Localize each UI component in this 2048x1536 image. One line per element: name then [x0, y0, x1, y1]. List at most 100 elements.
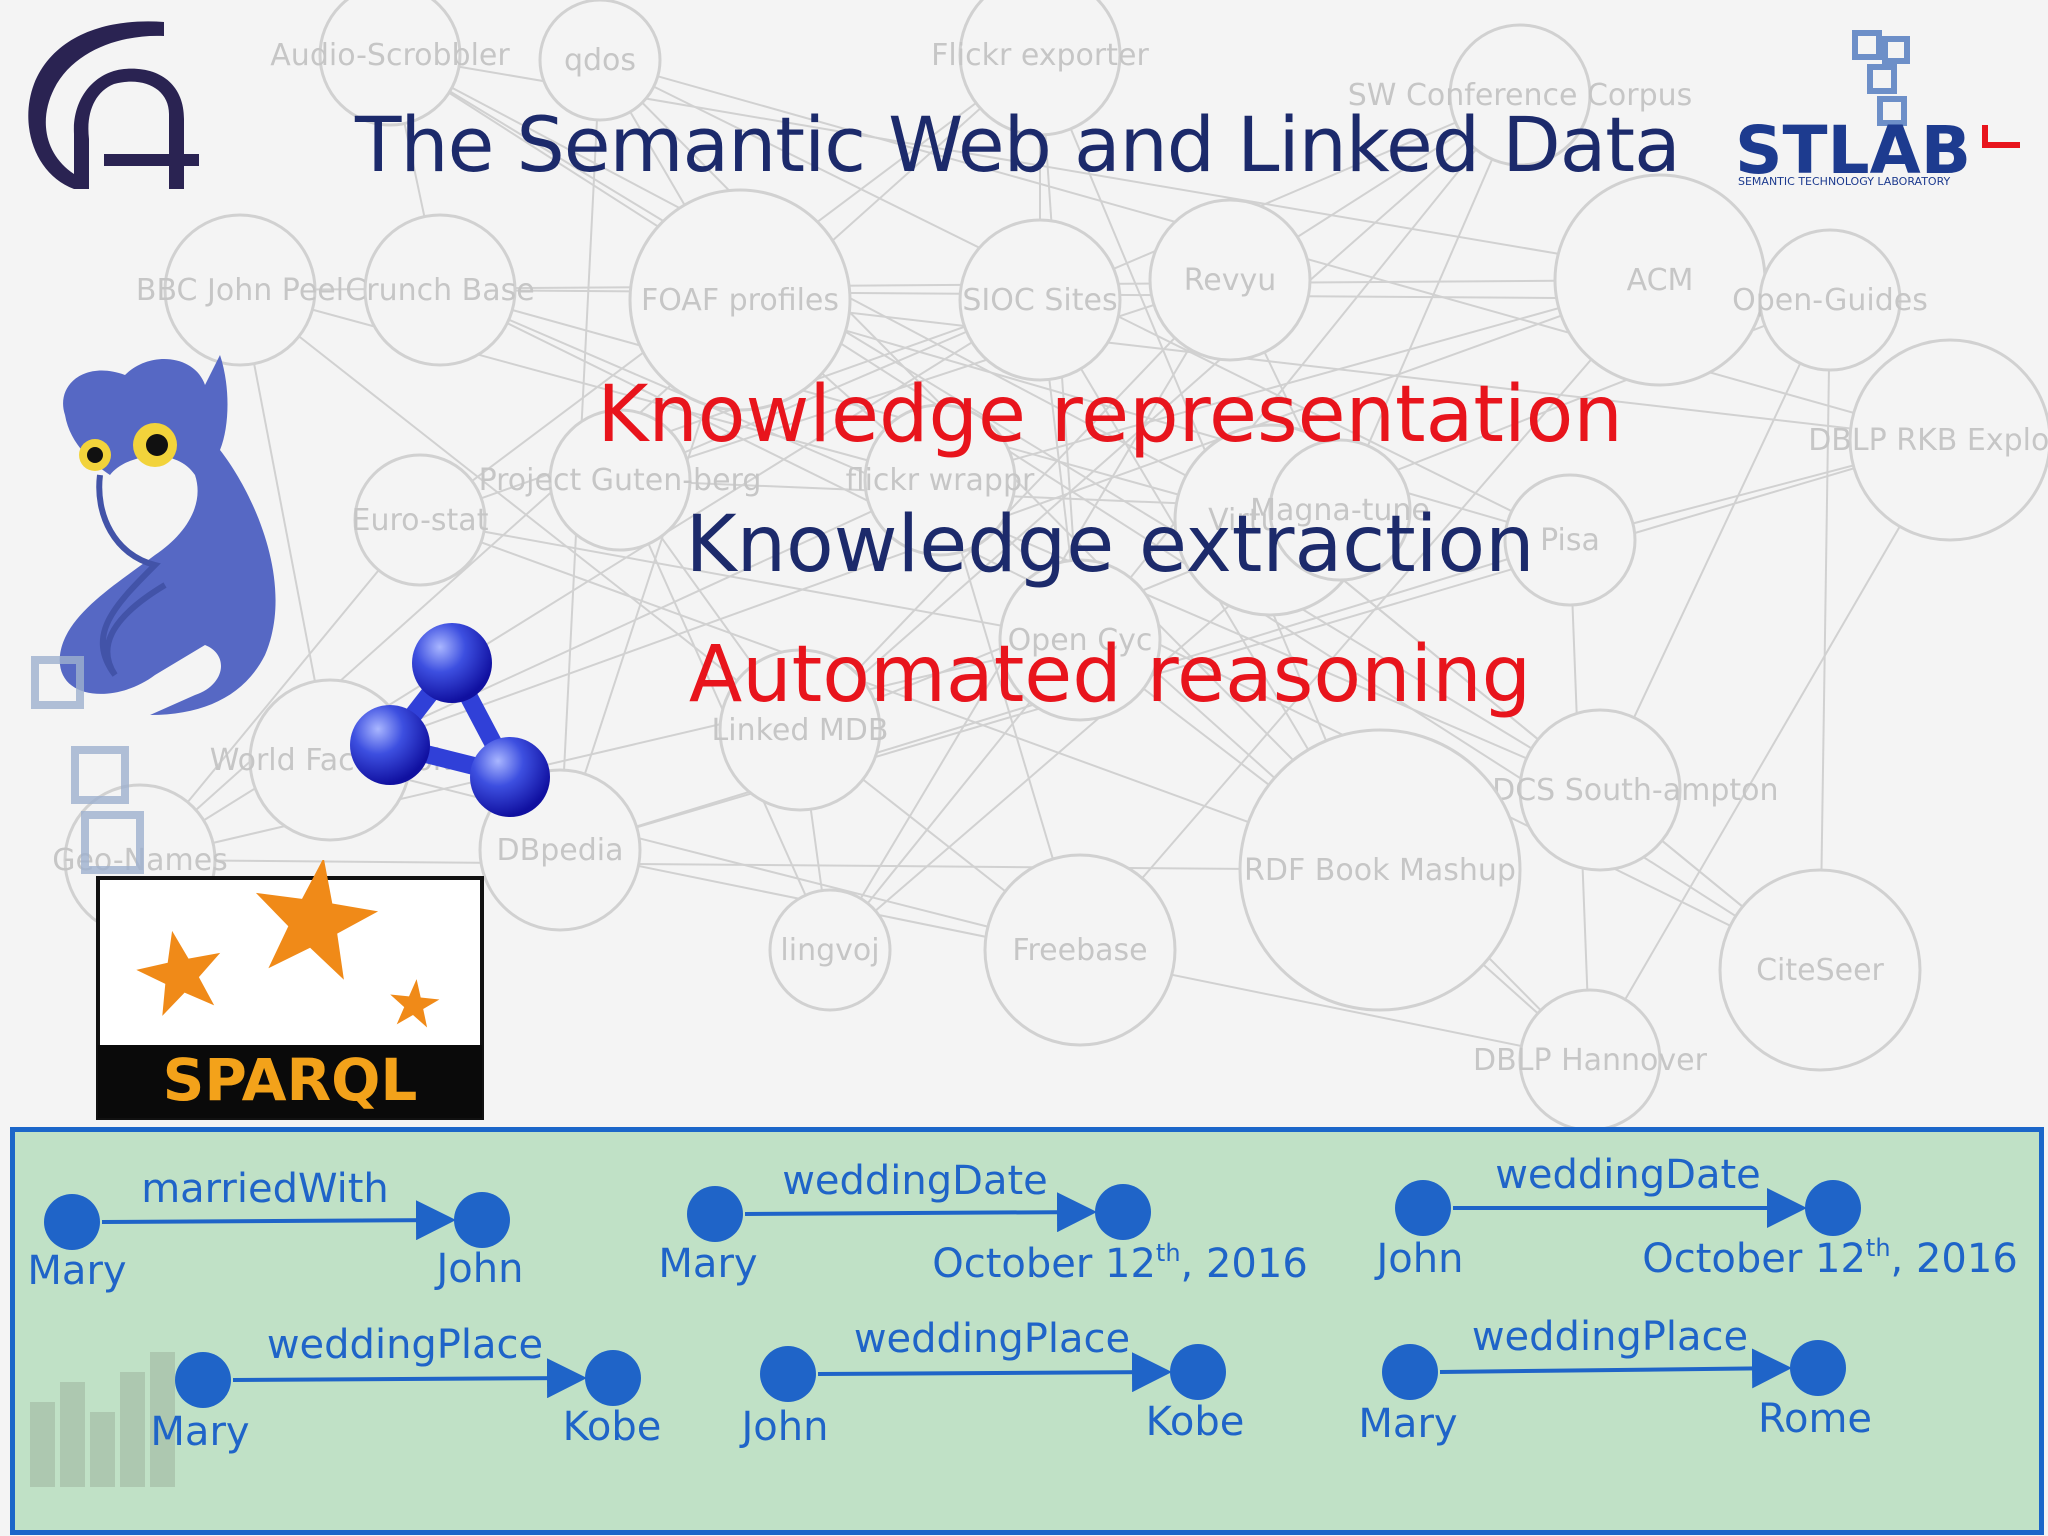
- cloud-node: [983, 853, 1177, 1047]
- cloud-node: [538, 0, 662, 122]
- topic-knowledge-extraction: Knowledge extraction: [685, 500, 1535, 590]
- subject-node: [687, 1186, 743, 1242]
- stlab-logo-text: STLAB: [1735, 112, 1971, 189]
- predicate-label: marriedWith: [141, 1166, 389, 1212]
- cloud-node: [1148, 198, 1312, 362]
- cloud-node: [718, 648, 882, 812]
- predicate-label: weddingPlace: [854, 1316, 1130, 1362]
- object-label: Kobe: [563, 1404, 662, 1450]
- cloud-node-label: lingvoj: [780, 933, 879, 968]
- cloud-node: [1448, 23, 1592, 167]
- object-node: [1790, 1340, 1846, 1396]
- cloud-node: [1553, 173, 1767, 387]
- subject-label: John: [1374, 1236, 1464, 1282]
- cloud-node-label: Crunch Base: [345, 273, 534, 308]
- predicate-label: weddingPlace: [1472, 1314, 1748, 1360]
- cloud-node-label: Virtuoso: [1208, 503, 1332, 538]
- cloud-node: [958, 218, 1122, 382]
- subject-node: [44, 1194, 100, 1250]
- cloud-node: [1238, 728, 1522, 1012]
- sparql-logo-text: SPARQL: [163, 1046, 418, 1114]
- cloud-node-label: Magna-tune: [1250, 493, 1430, 528]
- predicate-edge: [1439, 1348, 1792, 1389]
- cloud-node-label: Audio-Scrobbler: [270, 38, 510, 73]
- cloud-node-label: SIOC Sites: [962, 283, 1117, 318]
- predicate-edge: [744, 1192, 1097, 1233]
- cloud-node: [318, 0, 462, 127]
- cloud-node-label: RKB DCS South-ampton: [1421, 773, 1778, 808]
- predicate-label: weddingDate: [1495, 1152, 1761, 1198]
- object-node: [585, 1350, 641, 1406]
- predicate-label: weddingDate: [782, 1158, 1048, 1204]
- owl-icon: [59, 355, 276, 715]
- cloud-node: [1173, 423, 1367, 617]
- cloud-node: [958, 0, 1122, 137]
- cloud-node-label: Revyu: [1184, 263, 1276, 298]
- topic-knowledge-representation: Knowledge representation: [597, 370, 1623, 460]
- object-label: October 12th, 2016: [1642, 1234, 2018, 1282]
- cloud-node-label: RDF Book Mashup: [1244, 853, 1516, 888]
- cloud-node-label: Pisa: [1540, 523, 1600, 558]
- cloud-node-label: FOAF profiles: [641, 283, 839, 318]
- cloud-node: [548, 408, 692, 552]
- object-label: Rome: [1758, 1396, 1872, 1442]
- rdf-molecule-icon: [350, 623, 550, 817]
- subject-label: Mary: [658, 1241, 757, 1287]
- object-label: October 12th, 2016: [932, 1239, 1308, 1287]
- predicate-edge: [101, 1200, 456, 1241]
- object-node: [1095, 1184, 1151, 1240]
- object-node: [454, 1192, 510, 1248]
- subject-label: Mary: [27, 1248, 126, 1294]
- slide-title: The Semantic Web and Linked Data: [355, 100, 1681, 189]
- semantic-web-cube-icon: [31, 656, 144, 874]
- cloud-node-label: flickr wrappr: [846, 463, 1035, 498]
- subject-node: [760, 1346, 816, 1402]
- subject-label: Mary: [150, 1409, 249, 1455]
- cloud-node-label: qdos: [564, 43, 636, 78]
- cloud-node-label: Euro-stat: [352, 503, 489, 538]
- cloud-node: [998, 558, 1162, 722]
- cloud-node: [363, 213, 517, 367]
- subject-node: [1382, 1344, 1438, 1400]
- cloud-node: [1503, 473, 1637, 607]
- topic-automated-reasoning: Automated reasoning: [688, 630, 1532, 720]
- cloud-node-label: BBC John Peel: [136, 273, 344, 308]
- predicate-edge: [232, 1358, 587, 1399]
- cloud-node-label: DBLP Hannover: [1473, 1043, 1708, 1078]
- cloud-node: [768, 888, 892, 1012]
- subject-node: [175, 1352, 231, 1408]
- subject-label: Mary: [1358, 1401, 1457, 1447]
- cloud-node: [863, 403, 1017, 557]
- sparql-logo-icon: SPARQL: [96, 860, 484, 1120]
- cloud-node-label: SW Conference Corpus: [1348, 78, 1693, 113]
- predicate-edge: [817, 1352, 1172, 1393]
- cnr-logo-icon: [28, 21, 199, 189]
- cloud-node: [163, 213, 317, 367]
- cloud-node-label: Open-Guides: [1732, 283, 1928, 318]
- object-label: Kobe: [1146, 1399, 1245, 1445]
- cloud-node-label: Flickr exporter: [931, 38, 1149, 73]
- object-node: [1170, 1344, 1226, 1400]
- subject-label: John: [739, 1404, 829, 1450]
- subject-node: [1395, 1180, 1451, 1236]
- object-node: [1805, 1180, 1861, 1236]
- cloud-node-label: Linked MDB: [712, 713, 889, 748]
- cloud-node: [1758, 228, 1902, 372]
- cloud-node: [1718, 868, 1922, 1072]
- cloud-node-label: CiteSeer: [1756, 953, 1884, 988]
- cloud-node: [628, 188, 852, 412]
- cloud-node: [353, 453, 487, 587]
- cloud-node-label: Project Guten-berg: [479, 463, 762, 498]
- cloud-node-label: Open Cyc: [1008, 623, 1153, 658]
- predicate-label: weddingPlace: [267, 1322, 543, 1368]
